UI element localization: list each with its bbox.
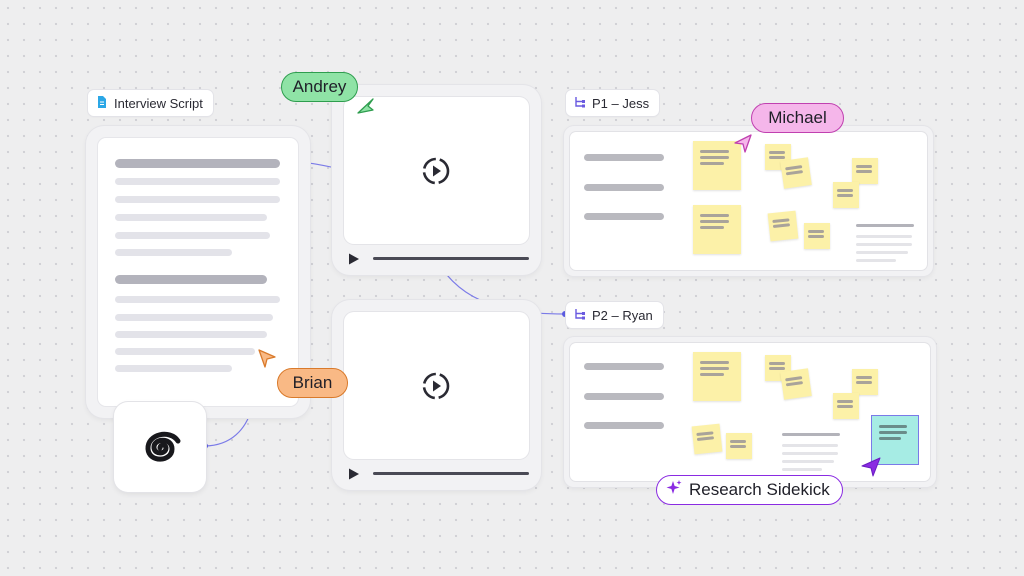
play-icon[interactable] [348,467,360,485]
interview-script-chip[interactable]: Interview Script [88,90,213,116]
research-sidekick-tag[interactable]: Research Sidekick [656,475,843,505]
sticky-note[interactable] [833,182,859,208]
sticky-note[interactable] [780,368,812,400]
affinity-board [570,132,927,270]
sticky-note[interactable] [693,205,741,254]
cursor-arrow-icon [733,133,753,158]
cursor-arrow-icon [257,348,277,373]
interview-script-panel[interactable] [86,126,310,418]
app-logo-tile[interactable] [114,402,206,492]
selected-sticky-note[interactable] [872,416,918,464]
sticky-note[interactable] [765,355,791,381]
p1-jess-label: P1 – Jess [592,95,650,111]
sticky-note[interactable] [691,423,723,455]
cursor-label-michael: Michael [751,103,844,133]
play-circle-icon[interactable] [421,371,451,406]
play-icon[interactable] [348,252,360,270]
sticky-note[interactable] [726,433,752,459]
spiral-logo-icon [136,423,184,476]
affinity-board [570,343,930,481]
cursor-arrow-icon [357,96,375,119]
video-progress-track[interactable] [373,472,529,475]
tree-icon [574,308,586,323]
video-progress-track[interactable] [373,257,529,260]
p2-ryan-chip[interactable]: P2 – Ryan [566,302,663,328]
sparkle-icon [665,479,683,502]
research-sidekick-label: Research Sidekick [689,480,830,499]
video-panel-1[interactable] [332,85,541,275]
sticky-note[interactable] [833,393,859,419]
video-screen [344,97,529,244]
document-icon [96,95,108,112]
sticky-note[interactable] [767,210,799,242]
p1-board-panel[interactable] [564,126,933,276]
cursor-label-brian: Brian [277,368,348,398]
video-panel-2[interactable] [332,300,541,490]
tree-icon [574,96,586,111]
sticky-note[interactable] [693,352,741,401]
play-circle-icon[interactable] [421,156,451,191]
cursor-arrow-icon [860,456,882,483]
cursor-label-andrey: Andrey [281,72,358,102]
sticky-note[interactable] [693,141,741,190]
sticky-note[interactable] [852,369,878,395]
p2-ryan-label: P2 – Ryan [592,307,653,323]
p1-jess-chip[interactable]: P1 – Jess [566,90,660,116]
sticky-note[interactable] [852,158,878,184]
sticky-note[interactable] [804,223,830,249]
sticky-note[interactable] [780,157,812,189]
interview-script-label: Interview Script [114,95,203,111]
video-screen [344,312,529,459]
